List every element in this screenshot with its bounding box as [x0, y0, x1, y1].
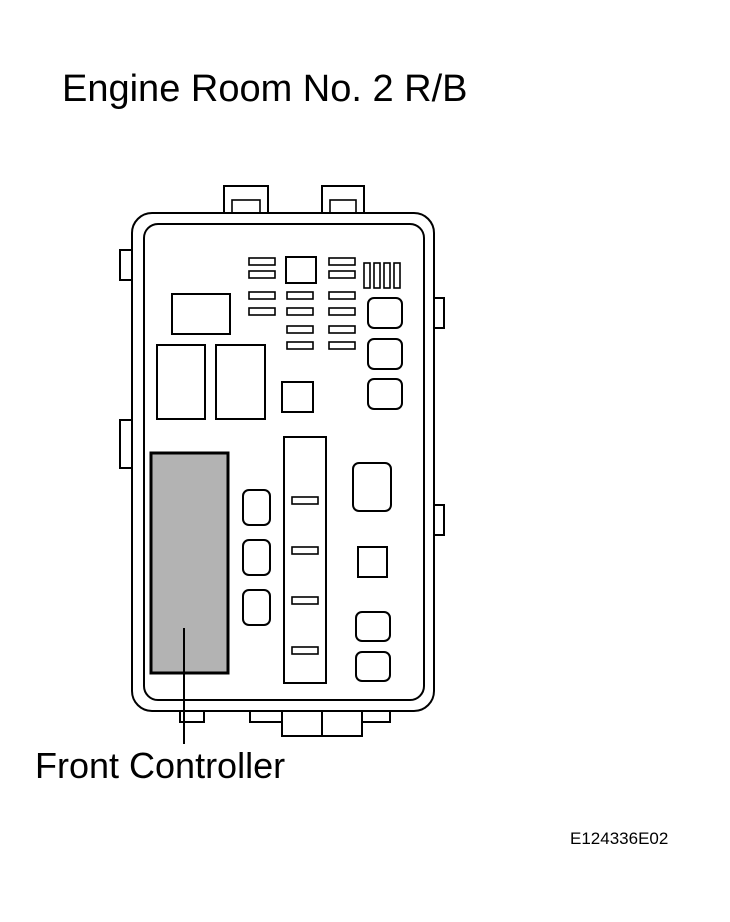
vertical-fuse-slots: [363, 262, 401, 289]
relay-right-large: [352, 462, 392, 512]
square-slot-right: [357, 546, 388, 578]
fuse-strip-slots: [291, 496, 319, 655]
top-latch-right: [321, 185, 365, 215]
fuse-strip: [283, 436, 327, 684]
figure-id: E124336E02: [570, 829, 669, 848]
side-tab-left-lower: [119, 419, 133, 469]
mini-fuse-slots: [248, 257, 356, 350]
relay-right-5: [355, 651, 391, 682]
square-slot-top: [285, 256, 317, 284]
relay-left-1: [156, 344, 206, 420]
diagram-title: Engine Room No. 2 R/B: [62, 68, 468, 110]
side-tab-right-upper: [433, 297, 445, 329]
relay-right-2: [367, 338, 403, 370]
relay-left-2: [215, 344, 266, 420]
relay-small-1: [242, 489, 271, 526]
relay-right-3: [367, 378, 403, 410]
relay-top-left: [171, 293, 231, 335]
relay-right-1: [367, 297, 403, 329]
side-tab-left-upper: [119, 249, 133, 281]
square-slot-middle: [281, 381, 314, 413]
side-tab-right-lower: [433, 504, 445, 536]
relay-small-2: [242, 539, 271, 576]
relay-right-4: [355, 611, 391, 642]
front-controller: [149, 451, 230, 675]
relay-small-3: [242, 589, 271, 626]
bottom-connectors: [179, 707, 391, 737]
top-latch-left: [223, 185, 269, 215]
front-controller-label: Front Controller: [35, 745, 286, 786]
